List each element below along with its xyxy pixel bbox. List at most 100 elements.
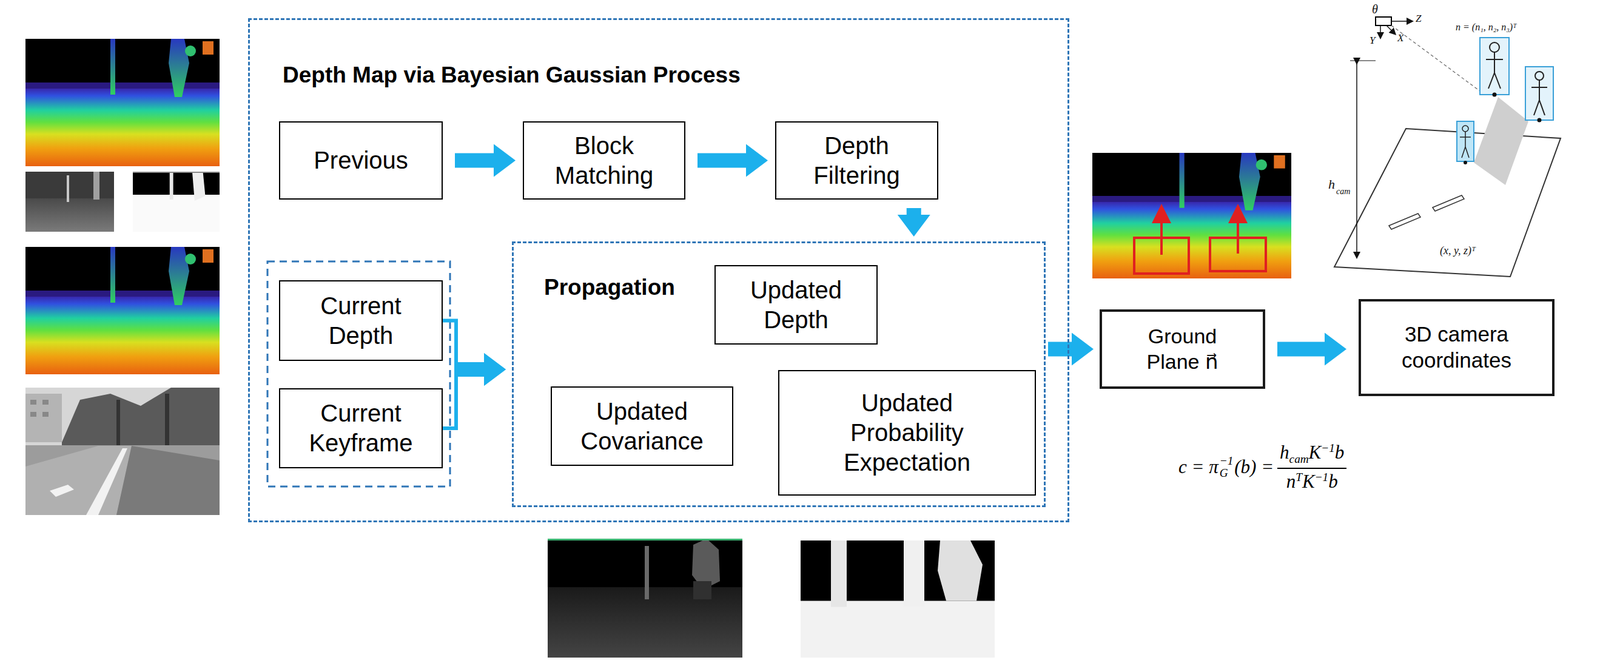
arrow-feed-line [442,320,457,370]
flow-arrow [442,352,506,429]
formula-group: hcamK−1bnTK−1b [1277,441,1347,493]
input-images-part [25,38,220,167]
camera-geometry-sketch-part [1432,195,1465,212]
sketch-label: Z [1415,13,1422,25]
input-images-part [25,246,220,375]
box-label: Depth Filtering [784,131,930,191]
process-box: Ground Plane n⃗ [1099,309,1266,389]
formula-term: K [1302,470,1315,492]
camera-geometry-sketch-part [1379,25,1382,38]
flow-arrow [454,144,516,178]
input-images-part [25,171,115,232]
camera-geometry-sketch-part [1386,25,1395,34]
camera-geometry-sketch-part [1531,80,1548,116]
ground-depth-image-part [1236,213,1240,254]
box-label: Updated Depth [723,275,869,335]
camera-geometry-sketch-part [1375,16,1392,26]
process-box: Current Keyframe [278,388,443,469]
camera-geometry-sketch-part [1535,71,1544,81]
process-box: 3D camera coordinates [1358,299,1555,397]
process-box: Updated Probability Expectation [778,369,1036,496]
camera-geometry-sketch-part [1459,131,1471,158]
camera-geometry-sketch [1334,16,1561,277]
camera-geometry-sketch-part [1537,118,1542,123]
output-images-part [800,540,995,658]
formula-term: h [1279,441,1290,463]
box-label: Ground Plane n⃗ [1122,323,1244,375]
ground-depth-image-part [1092,152,1292,279]
output-images [547,538,995,658]
box-label: Current Keyframe [288,398,434,458]
camera-geometry-sketch-part [1463,160,1468,165]
formula-term: cam [1289,452,1309,466]
projection-formula: c = π−1G(b) =hcamK−1bnTK−1b [1178,441,1351,493]
formula-group: hcamK−1b [1277,441,1347,469]
camera-geometry-sketch-part [1462,125,1469,132]
input-images-part [25,387,220,515]
sketch-label: cam [1336,186,1351,196]
block-arrow [454,352,506,386]
formula-term: n [1286,470,1297,492]
sketch-label: (x, y, z)ᵀ [1438,245,1477,258]
process-box: Current Depth [278,280,443,361]
formula-term: T [1295,470,1303,484]
process-box: Depth Filtering [775,121,939,200]
box-label: 3D camera coordinates [1381,321,1533,374]
process-box: Previous [278,121,443,200]
camera-geometry-sketch-part [1489,42,1500,53]
camera-geometry-sketch-part [1479,37,1510,95]
ground-depth-image-part [1160,213,1163,255]
camera-geometry-sketch-part [1350,60,1376,61]
process-box: Block Matching [522,121,686,200]
formula-term: b [1334,441,1345,463]
block-arrow [697,144,768,178]
block-arrow [454,144,516,178]
camera-geometry-sketch-part [1391,25,1480,91]
flow-arrow [1048,332,1094,366]
sketch-label: θ [1371,2,1379,16]
formula-group: −1G [1219,454,1234,480]
flow-arrow [697,144,768,178]
box-label: Updated Covariance [559,396,725,457]
sketch-label: X [1397,32,1404,45]
formula-group: nTK−1b [1284,468,1341,493]
camera-geometry-sketch-part [1456,121,1474,162]
block-arrow [897,208,931,237]
group-title: Propagation [544,274,676,301]
camera-geometry-sketch-part [1473,97,1529,185]
formula-group: c = π−1G(b) =hcamK−1bnTK−1b [1178,441,1351,493]
camera-geometry-sketch-part [1388,213,1421,230]
process-box: Updated Covariance [550,386,734,466]
block-arrow [1277,332,1347,366]
formula-term: −1 [1219,454,1234,468]
camera-geometry-sketch-part [1492,92,1497,98]
camera-geometry-sketch-part [1525,66,1554,121]
box-label: Previous [313,145,409,176]
box-label: Updated Probability Expectation [825,388,990,477]
flow-arrow [1277,332,1347,366]
flow-arrow [442,320,506,387]
formula-term: K [1308,441,1322,463]
camera-geometry-sketch-part [1391,20,1412,22]
group-title: Depth Map via Bayesian Gaussian Process [282,62,741,88]
formula-term: (b) = [1234,456,1274,478]
formula-term: −1 [1321,441,1335,455]
formula-term: −1 [1314,470,1329,484]
group-box: Propagation Updated DepthUpdated Covarian… [511,241,1046,508]
input-images [25,38,220,515]
ground-depth-image [1092,152,1292,279]
flow-arrow [897,208,931,237]
camera-geometry-sketch-part [1485,52,1503,89]
sketch-label: h [1328,177,1335,192]
formula-term: G [1219,467,1234,480]
camera-geometry-sketch-part [1334,128,1561,277]
box-label: Current Depth [288,291,434,351]
process-box: Updated Depth [714,265,878,345]
group-box: Depth Map via Bayesian Gaussian ProcessP… [248,18,1070,523]
block-arrow [454,352,506,386]
input-images-part [132,171,220,232]
output-images-part [547,538,743,658]
sketch-label: Y [1369,35,1375,47]
group-outline [267,261,451,487]
